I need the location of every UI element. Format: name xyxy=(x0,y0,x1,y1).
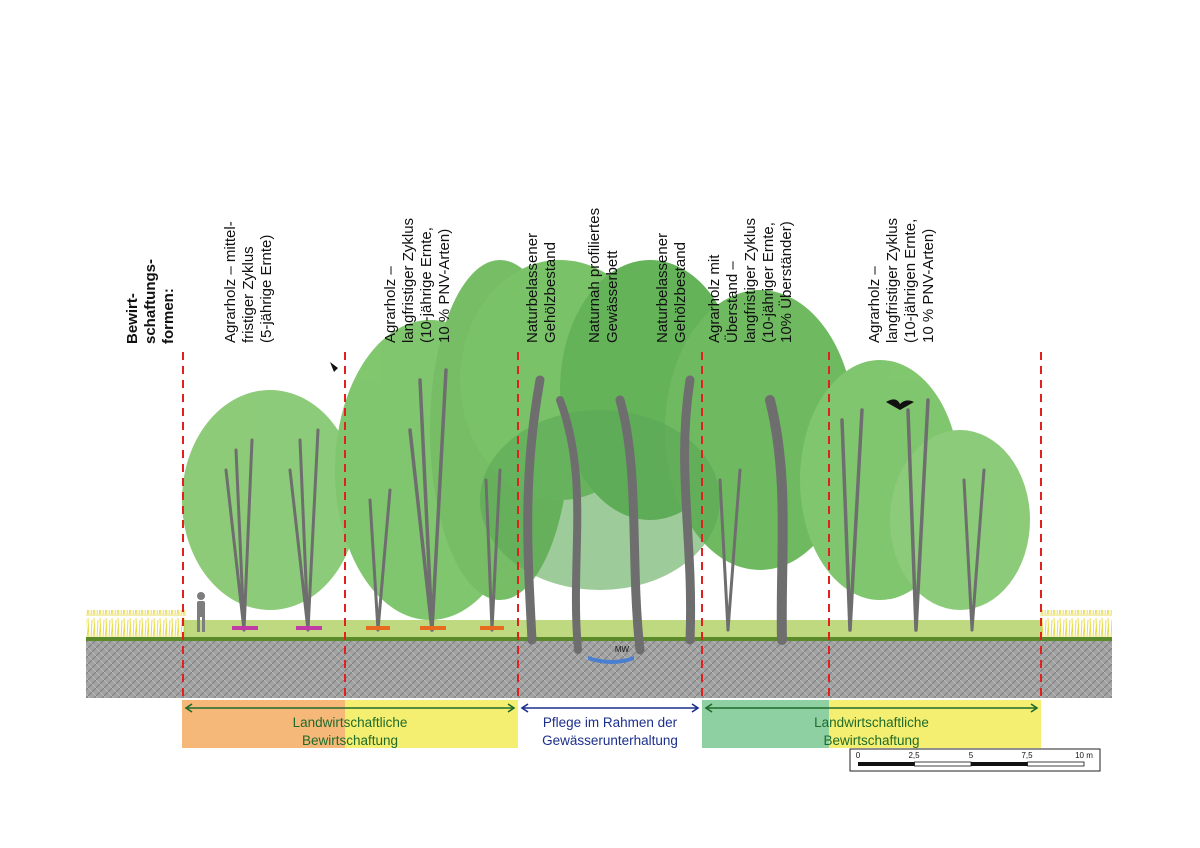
water-label: MW xyxy=(614,645,630,654)
ground-line xyxy=(86,637,1112,641)
management-right: Landwirtschaftliche Bewirtschaftung xyxy=(814,715,929,748)
trunks xyxy=(224,368,986,655)
scale-tick-1: 2,5 xyxy=(908,751,920,760)
canopy xyxy=(480,410,720,590)
scale-tick-2: 5 xyxy=(968,751,974,760)
management-middle: Pflege im Rahmen der Gewässerunterhaltun… xyxy=(542,715,678,748)
zone-label-4: Naturnah profiliertes Gewässerbett xyxy=(586,207,621,343)
person-silhouette xyxy=(197,592,205,632)
meadow-left xyxy=(86,610,186,640)
zone-label-2: Agrarholz – langfristiger Zyklus (10-jäh… xyxy=(382,217,453,343)
scale-tick-4: 10 m xyxy=(1075,751,1093,760)
zone-boundaries xyxy=(182,352,1042,698)
canopy xyxy=(182,390,358,610)
meadow-right xyxy=(1040,610,1112,640)
management-left: Landwirtschaftliche Bewirtschaftung xyxy=(292,715,408,748)
zone-label-5: Naturbelassener Gehölzbestand xyxy=(654,232,689,343)
bird-icon xyxy=(330,362,338,372)
stump-markers xyxy=(232,626,504,630)
bar-arrows xyxy=(184,703,1039,713)
heading-label: Bewirt- schaftungs- formen: xyxy=(124,258,177,344)
canopies xyxy=(182,260,1030,620)
water xyxy=(588,656,634,664)
scale-tick-0: 0 xyxy=(855,751,861,760)
scale-bar xyxy=(849,748,1101,772)
grass-strip xyxy=(184,620,1042,640)
scale-tick-3: 7,5 xyxy=(1021,751,1033,760)
zone-label-7: Agrarholz – langfristiger Zyklus (10-jäh… xyxy=(866,217,937,343)
zone-label-3: Naturbelassener Gehölzbestand xyxy=(524,232,559,343)
bird-icon xyxy=(886,399,914,410)
soil-band xyxy=(86,640,1112,698)
zone-label-6: Agrarholz mit Überstand – langfristiger … xyxy=(706,217,795,343)
zone-label-1: Agrarholz – mittel- fristiger Zyklus (5-… xyxy=(222,221,275,343)
